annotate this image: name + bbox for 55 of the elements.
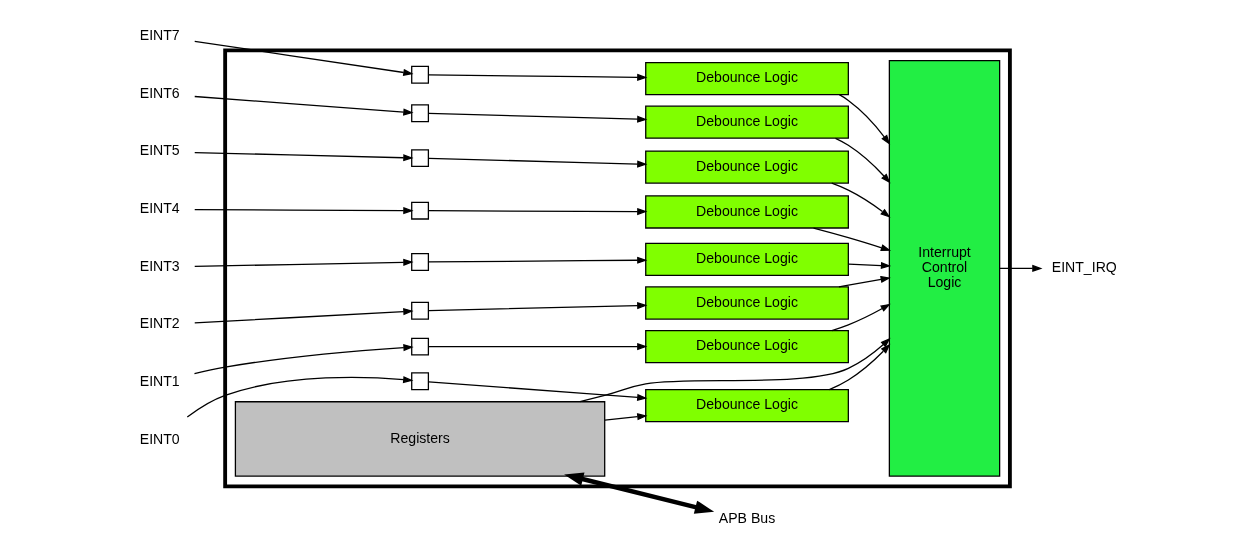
arrow <box>193 343 414 375</box>
arrow <box>834 137 891 184</box>
node-box: Debounce Logic <box>644 286 849 320</box>
arrow <box>563 472 714 514</box>
arrow <box>186 376 413 418</box>
arrow <box>578 337 891 403</box>
node-box: Debounce Logic <box>644 329 849 364</box>
arrow <box>193 95 414 116</box>
arrow <box>837 275 891 288</box>
node-text: EINT4 <box>139 199 180 216</box>
node-text: EINT1 <box>139 373 180 390</box>
arrow <box>193 207 414 215</box>
node-text: APB Bus <box>718 510 775 527</box>
arrow <box>830 303 891 332</box>
arrow <box>427 73 647 81</box>
arrow <box>427 381 647 401</box>
node-box <box>410 253 429 271</box>
node-box: Debounce Logic <box>644 388 849 423</box>
arrow <box>427 207 647 216</box>
node-text: EINT0 <box>139 430 180 447</box>
arrow <box>427 256 647 264</box>
arrow <box>838 94 890 146</box>
arrow <box>427 302 647 312</box>
node-box <box>410 337 429 356</box>
arrow <box>427 343 647 351</box>
node-text: EINT2 <box>139 315 180 332</box>
arrow <box>427 112 647 123</box>
node-box: Interrupt Control Logic <box>888 60 1000 477</box>
arrow <box>603 413 647 421</box>
node-text: EINT3 <box>139 257 180 274</box>
arrow <box>830 182 891 218</box>
node-box: Registers <box>234 401 605 477</box>
node-text: EINT_IRQ <box>1051 258 1117 275</box>
arrow <box>828 343 890 391</box>
node-box: Debounce Logic <box>644 242 849 277</box>
node-box: Debounce Logic <box>644 105 849 139</box>
arrow <box>847 261 891 270</box>
node-box: Debounce Logic <box>644 150 849 184</box>
node-text: EINT7 <box>139 26 180 43</box>
arrow <box>193 40 413 76</box>
arrow <box>427 157 647 168</box>
node-box <box>410 104 429 123</box>
node-box <box>410 149 429 168</box>
arrow <box>193 151 414 162</box>
node-text: EINT6 <box>139 84 180 101</box>
node-text: EINT5 <box>139 142 180 159</box>
node-box: Debounce Logic <box>644 61 849 96</box>
node-box <box>410 301 429 320</box>
node-box <box>410 372 429 391</box>
arrow <box>193 307 414 324</box>
arrow <box>998 264 1042 272</box>
node-box <box>410 201 429 220</box>
node-box: Debounce Logic <box>644 195 849 229</box>
arrow <box>193 258 414 268</box>
node-box <box>410 65 429 84</box>
